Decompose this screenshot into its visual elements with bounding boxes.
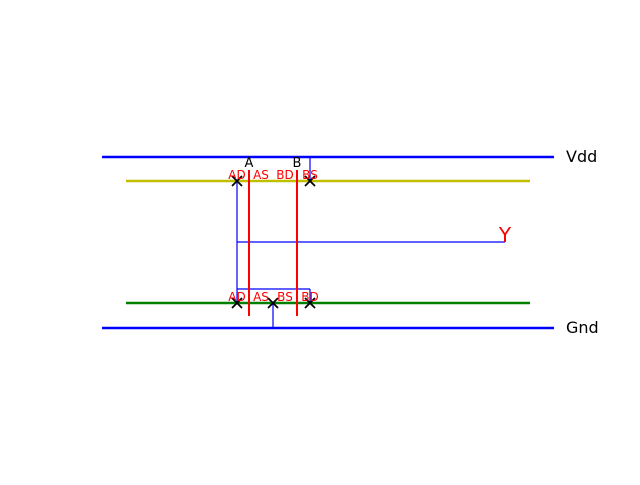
gnd-label: Gnd	[566, 318, 599, 337]
pmos-bd-label: BD	[276, 168, 293, 182]
vdd-label: Vdd	[566, 147, 597, 166]
nmos-ad-label: AD	[228, 290, 245, 304]
nmos-bs-label: BS	[277, 290, 293, 304]
contact-nmos-ad	[231, 297, 243, 309]
output-y-label: Y	[498, 223, 512, 247]
contact-nmos-mid	[267, 297, 279, 309]
nmos-bd-label: BD	[301, 290, 318, 304]
gate-b-label: B	[293, 156, 302, 171]
contact-pmos-ad	[231, 175, 243, 187]
gate-a-label: A	[245, 156, 254, 171]
nmos-as-label: AS	[253, 290, 269, 304]
pmos-bs-label: BS	[302, 168, 318, 182]
contact-nmos-bd	[304, 297, 316, 309]
pmos-as-label: AS	[253, 168, 269, 182]
contact-pmos-bs	[304, 175, 316, 187]
pmos-ad-label: AD	[228, 168, 245, 182]
